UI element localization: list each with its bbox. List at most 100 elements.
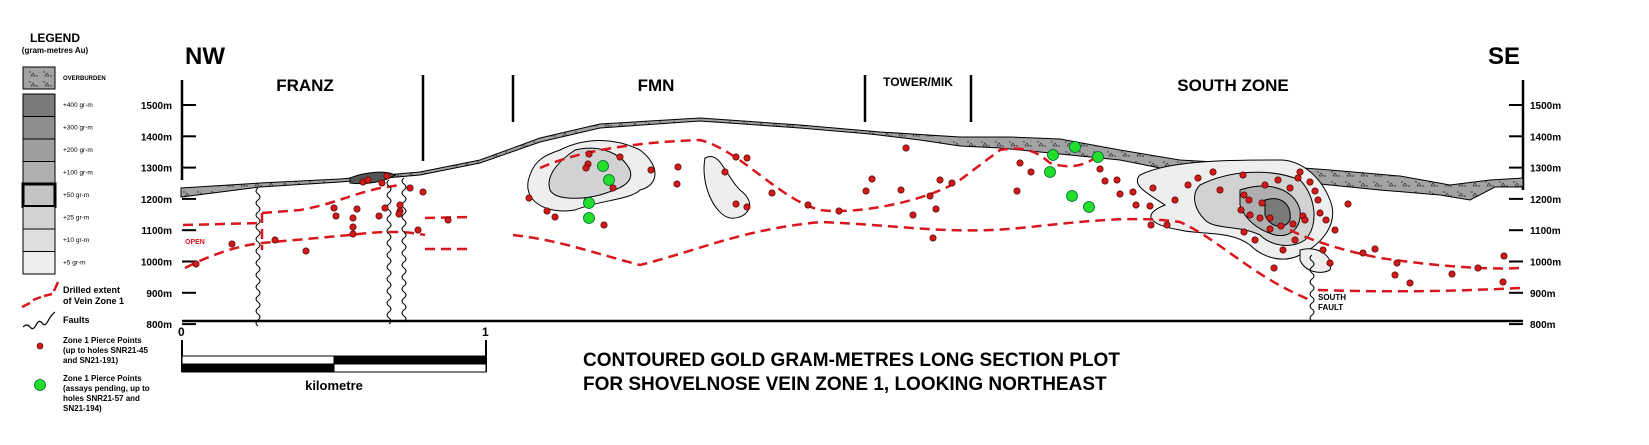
pierce-point [673,180,681,188]
pierce-point [1013,187,1021,195]
pierce-point [1216,186,1224,194]
pierce-point [383,172,391,180]
pierce-point [1258,199,1266,207]
pierce-point [1274,176,1282,184]
pierce-point [1027,168,1035,176]
fault-legend-icon [22,311,56,330]
legend-title: LEGEND [30,31,80,45]
pierce-point [395,210,403,218]
grade-swatch [22,206,56,230]
scale-bar: 0 1 kilometre [178,325,489,393]
pierce-point [1279,246,1287,254]
pierce-point [1296,168,1304,176]
pending-pierce-point [1047,149,1059,161]
pierce-point [1306,178,1314,186]
pierce-point [406,184,414,192]
pierce-point [1344,200,1352,208]
pierce-point [929,234,937,242]
pierce-point [1326,259,1334,267]
pierce-point [585,150,593,158]
pierce-point [1171,196,1179,204]
pierce-point [1116,190,1124,198]
pierce-point [1240,228,1248,236]
grade-label: +25 gr-m [63,215,89,222]
pierce-point [902,144,910,152]
elevation-label-left: 1500m [141,101,172,112]
elevation-label-right: 1200m [1530,195,1561,206]
pending-pierce-point [1044,166,1056,178]
elevation-label-left: 1300m [141,164,172,175]
pierce-point [1239,171,1247,179]
pierce-point [419,188,427,196]
elevation-label-right: 1400m [1530,132,1561,143]
pierce-point [349,223,357,231]
grade-swatch [21,182,57,208]
elevation-label-right: 800m [1530,320,1556,331]
scale-end: 1 [482,325,489,339]
pending-point-legend-icon [34,379,46,391]
pierce-point [525,194,533,202]
faults [255,177,1315,327]
pierce-point [414,226,422,234]
grade-swatch [22,228,56,252]
pierce-point [609,184,617,192]
pierce-point [1448,270,1456,278]
pierce-point [1129,188,1137,196]
pierce-point [804,201,812,209]
pierce-point [616,153,624,161]
pierce-point [732,200,740,208]
pierce-point [375,212,383,220]
elevation-label-right: 900m [1530,289,1556,300]
grade-swatch [22,138,56,162]
pierce-point [1266,225,1274,233]
legend-faults: Faults [63,315,90,325]
zone-south: SOUTH ZONE [1177,76,1288,95]
pierce-point [1322,216,1330,224]
elevation-label-left: 1000m [141,258,172,269]
pierce-point [768,189,776,197]
pierce-point [1132,201,1140,209]
legend-pierce-2-line3: holes SNR21-57 and [63,394,140,403]
pierce-point [835,207,843,215]
pierce-point [1294,174,1302,182]
elevation-label-left: 800m [146,320,172,331]
fault-line [401,177,407,323]
pierce-point [364,176,372,184]
fault-line [1309,254,1315,322]
zone-dividers [421,75,973,161]
legend-subtitle: (gram-metres Au) [22,46,89,55]
drilled-extent-legend-line [21,281,60,309]
legend-drilled-extent-1: Drilled extent [63,285,120,295]
pierce-point [1266,214,1274,222]
pierce-point [349,214,357,222]
grade-swatch [22,116,56,140]
pierce-point [721,168,729,176]
pierce-point [1311,187,1319,195]
pierce-point [1209,168,1217,176]
pierce-point [444,216,452,224]
pierce-point [1286,184,1294,192]
pierce-point [1245,196,1253,204]
scale-start: 0 [178,325,185,339]
pierce-point [1499,278,1507,286]
pierce-point [1016,159,1024,167]
pierce-point [1256,214,1264,222]
zone-fmn: FMN [638,76,675,95]
pierce-point [1393,259,1401,267]
pierce-point [936,176,944,184]
pierce-point [743,203,751,211]
pierce-point [349,230,357,238]
pierce-point [192,260,200,268]
pierce-point [1163,221,1171,229]
south-fault-label-2: FAULT [1318,303,1343,312]
pierce-point [1270,264,1278,272]
grade-swatch [22,161,56,185]
open-label: OPEN [185,239,205,246]
title-line-1: CONTOURED GOLD GRAM-METRES LONG SECTION … [583,350,1120,371]
pierce-point [551,213,559,221]
pierce-point [1277,222,1285,230]
pierce-point [926,192,934,200]
pierce-point [732,153,740,161]
pierce-point [1096,165,1104,173]
